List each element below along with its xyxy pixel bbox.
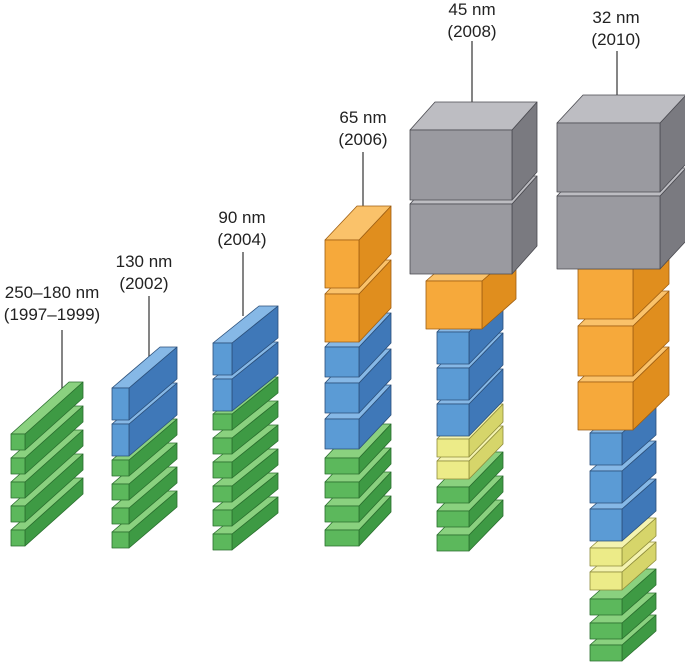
node-year: (2002) (119, 274, 169, 293)
block-front-face (324, 346, 360, 378)
block-front-face (556, 195, 661, 270)
label-leader-lines (61, 41, 618, 398)
node-year: (2008) (447, 22, 497, 41)
block-front-face (409, 129, 513, 201)
block-front-face (111, 531, 130, 549)
node-size: 65 nm (339, 108, 387, 127)
block-front-face (324, 457, 360, 475)
block-front-face (589, 470, 623, 504)
block-front-face (324, 418, 360, 450)
label-65nm: 65 nm (2006) (313, 107, 413, 151)
block-front-face (324, 481, 360, 499)
block-front-face (436, 460, 470, 480)
metal-layer-global (556, 94, 685, 193)
block-front-face (556, 122, 661, 193)
block-front-face (589, 508, 623, 542)
block-front-face (212, 413, 233, 431)
block-front-face (425, 280, 483, 330)
block-front-face (212, 378, 233, 412)
block-front-face (111, 387, 130, 421)
block-front-face (436, 367, 470, 401)
block-front-face (589, 598, 623, 616)
node-size: 250–180 nm (4, 283, 100, 302)
block-front-face (212, 533, 233, 551)
metal-layer-global (409, 101, 538, 201)
block-front-face (324, 239, 360, 289)
block-front-face (10, 529, 26, 547)
block-front-face (589, 644, 623, 662)
block-front-face (577, 268, 634, 320)
node-size: 90 nm (218, 208, 266, 227)
metal-layer-thin (10, 381, 84, 451)
block-front-face (324, 529, 360, 547)
block-front-face (324, 293, 360, 343)
metal-layer-mid (111, 346, 178, 421)
stack-130nm (111, 346, 178, 549)
block-front-face (577, 325, 634, 377)
stack-65nm (324, 205, 392, 547)
stack-90nm (212, 305, 279, 551)
stack-45nm (409, 101, 538, 552)
block-front-face (589, 622, 623, 640)
block-front-face (436, 510, 470, 528)
block-front-face (436, 534, 470, 552)
metal-layer-semi-global (324, 205, 392, 289)
stack-32nm (556, 94, 685, 662)
block-front-face (10, 433, 26, 451)
block-front-face (409, 203, 513, 275)
block-front-face (589, 547, 623, 567)
block-front-face (436, 438, 470, 458)
block-front-face (111, 459, 130, 477)
block-front-face (577, 381, 634, 431)
block-front-face (436, 403, 470, 437)
node-year: (2010) (591, 30, 641, 49)
node-year: (2004) (217, 230, 267, 249)
block-front-face (212, 509, 233, 527)
label-90nm: 90 nm (2004) (192, 207, 292, 251)
label-45nm: 45 nm (2008) (422, 0, 522, 43)
label-32nm: 32 nm (2010) (566, 7, 666, 51)
block-front-face (436, 486, 470, 504)
stack-250nm (10, 381, 84, 547)
block-front-face (212, 461, 233, 479)
node-size: 45 nm (448, 0, 496, 19)
block-front-face (212, 437, 233, 455)
node-year: (2006) (338, 130, 388, 149)
block-front-face (324, 382, 360, 414)
block-front-face (111, 423, 130, 457)
block-front-face (10, 457, 26, 475)
label-130nm: 130 nm (2002) (94, 251, 194, 295)
block-front-face (589, 432, 623, 466)
label-250-180nm: 250–180 nm (1997–1999) (0, 282, 117, 326)
block-front-face (10, 505, 26, 523)
block-front-face (212, 342, 233, 376)
node-year: (1997–1999) (3, 305, 101, 324)
block-front-face (10, 481, 26, 499)
block-front-face (589, 571, 623, 591)
block-front-face (212, 485, 233, 503)
block-front-face (324, 505, 360, 523)
node-size: 130 nm (115, 252, 173, 271)
block-front-face (436, 331, 470, 365)
metal-layer-mid (212, 305, 279, 376)
block-front-face (111, 483, 130, 501)
node-size: 32 nm (592, 8, 640, 27)
block-front-face (111, 507, 130, 525)
